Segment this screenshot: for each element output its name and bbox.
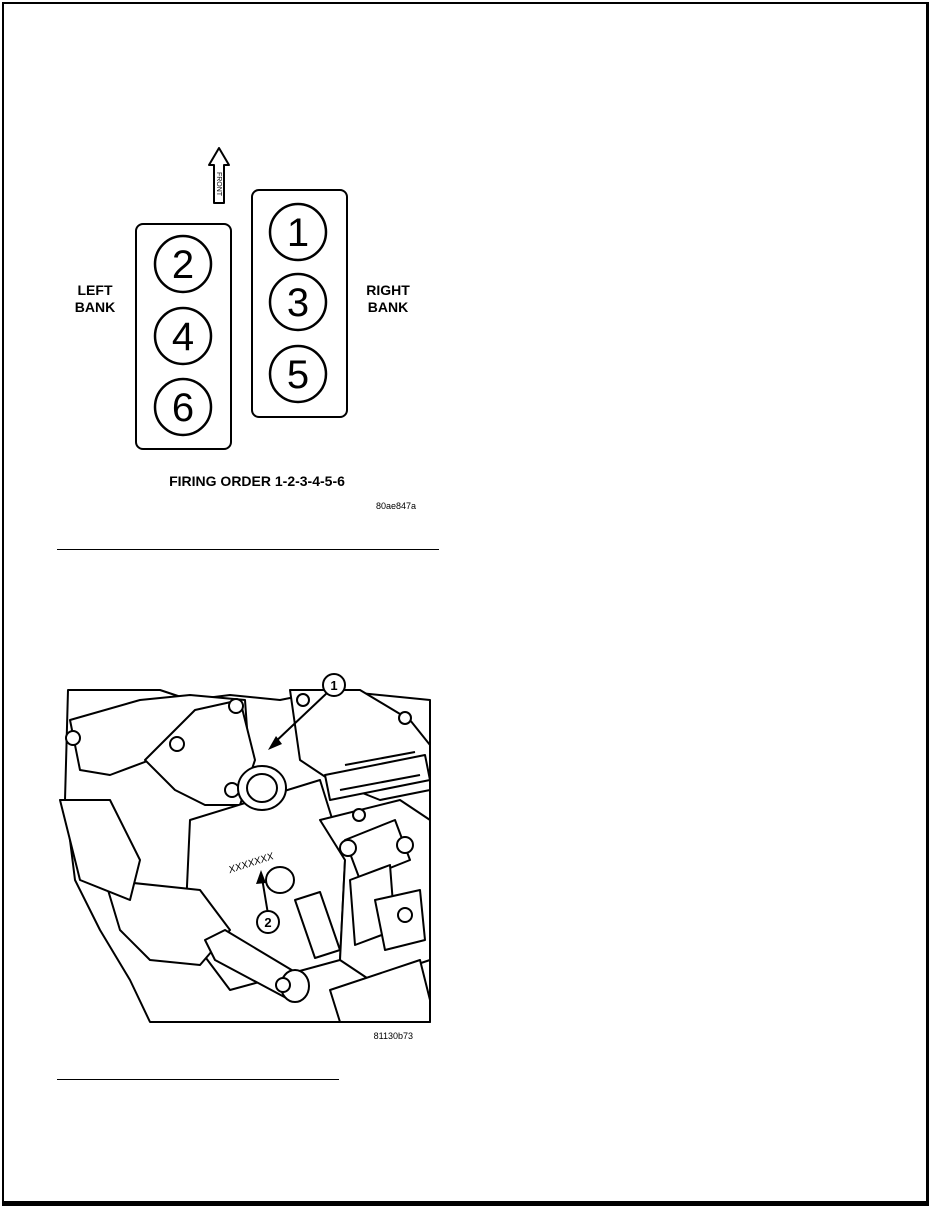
cylinder-3: 3 <box>268 272 328 332</box>
cylinder-4: 4 <box>153 306 213 366</box>
right-bank-label-line2: BANK <box>368 299 408 315</box>
section-divider <box>57 1079 339 1080</box>
callout-2: 2 <box>256 870 280 934</box>
cylinder-5: 5 <box>268 344 328 404</box>
cylinder-2: 2 <box>153 234 213 294</box>
callout-1-label: 1 <box>330 678 337 693</box>
firing-order-caption: FIRING ORDER 1-2-3-4-5-6 <box>169 473 345 489</box>
front-arrow-icon: FRONT <box>208 147 230 204</box>
cylinder-2-label: 2 <box>172 243 194 287</box>
cylinder-6: 6 <box>153 377 213 437</box>
engine-block-illustration: XXXXXXX 1 2 81130b73 <box>59 673 431 1041</box>
cylinder-5-label: 5 <box>287 353 309 397</box>
callout-2-label: 2 <box>264 915 271 930</box>
cylinder-6-label: 6 <box>172 386 194 430</box>
cylinder-1-label: 1 <box>287 211 309 255</box>
firing-order-diagram: FRONT 2 4 6 1 3 5 LEFT BANK RIGHT BANK F… <box>75 147 416 511</box>
right-bank-label-line1: RIGHT <box>366 282 410 298</box>
callout-1: 1 <box>268 673 346 750</box>
left-bank-label-line1: LEFT <box>78 282 113 298</box>
front-arrow-label: FRONT <box>215 172 222 197</box>
cylinder-3-label: 3 <box>287 281 309 325</box>
cylinder-1: 1 <box>268 202 328 262</box>
core-plug <box>265 866 295 894</box>
section-divider <box>57 549 439 550</box>
figure-id: 80ae847a <box>376 501 416 511</box>
cylinder-4-label: 4 <box>172 315 194 359</box>
sensor-bore <box>237 765 287 811</box>
left-bank-label-line2: BANK <box>75 299 115 315</box>
figure-id: 81130b73 <box>374 1031 413 1041</box>
